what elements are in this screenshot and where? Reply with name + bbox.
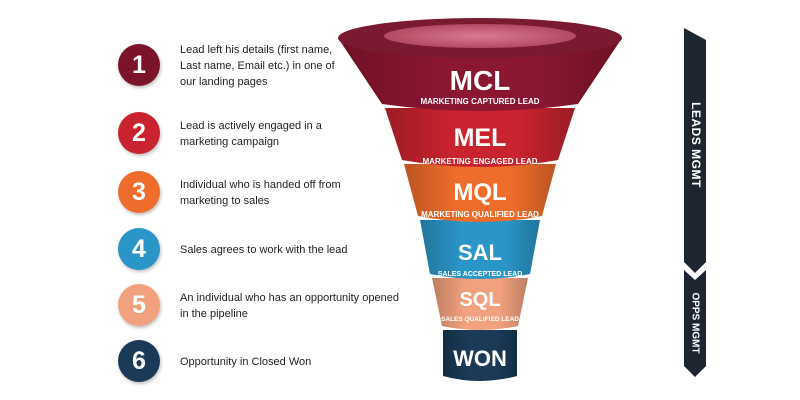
step-1-badge: 1	[118, 44, 160, 86]
funnel-label-mcl: MARKETING CAPTURED LEAD	[420, 97, 539, 106]
funnel-code-sal: SAL	[458, 240, 502, 265]
step-5-description: An individual who has an opportunity ope…	[180, 292, 399, 320]
funnel-code-won: WON	[453, 346, 507, 371]
funnel-segment-sal-shading	[420, 220, 540, 279]
step-4-badge: 4	[118, 228, 160, 270]
step-2-description: Lead is actively engaged in a marketing …	[180, 120, 322, 148]
funnel-segment-mql-shading	[404, 164, 556, 222]
funnel-code-sql: SQL	[459, 289, 500, 311]
funnel-code-mql: MQL	[453, 179, 506, 206]
step-5-badge: 5	[118, 284, 160, 326]
step-1-description: Lead left his details (first name, Last …	[180, 44, 335, 88]
step-4: 4 Sales agrees to work with the lead	[118, 228, 418, 272]
step-6: 6 Opportunity in Closed Won	[118, 340, 418, 384]
funnel-segment-mcl-shading	[338, 38, 622, 111]
funnel-segment-won-shading	[443, 330, 517, 381]
step-3-description: Individual who is handed off from market…	[180, 179, 341, 207]
step-2: 2 Lead is actively engaged in a marketin…	[118, 112, 418, 156]
funnel-segment-sql-shading	[432, 278, 528, 330]
funnel-code-mcl: MCL	[450, 65, 511, 96]
step-5: 5 An individual who has an opportunity o…	[118, 284, 418, 328]
funnel-label-sal: SALES ACCEPTED LEAD	[438, 271, 523, 278]
step-6-description: Opportunity in Closed Won	[180, 356, 312, 368]
funnel-code-mel: MEL	[454, 124, 507, 152]
step-2-badge: 2	[118, 112, 160, 154]
funnel-label-mel: MARKETING ENGAGED LEAD	[422, 157, 537, 166]
funnel-segment-mel-shading	[385, 108, 575, 167]
leads-mgmt-arrow	[684, 28, 706, 273]
leads-mgmt-label: LEADS MGMT	[689, 102, 703, 188]
funnel-label-mql: MARKETING QUALIFIED LEAD	[421, 210, 539, 219]
step-3-badge: 3	[118, 171, 160, 213]
step-4-description: Sales agrees to work with the lead	[180, 244, 348, 256]
step-3: 3 Individual who is handed off from mark…	[118, 171, 418, 215]
funnel-rim-inner	[384, 24, 576, 48]
opps-mgmt-label: OPPS MGMT	[689, 292, 700, 353]
step-6-badge: 6	[118, 340, 160, 382]
step-1: 1 Lead left his details (first name, Las…	[118, 44, 418, 88]
opps-mgmt-arrow	[684, 270, 706, 377]
funnel-label-sql: SALES QUALIFIED LEAD	[441, 316, 519, 323]
